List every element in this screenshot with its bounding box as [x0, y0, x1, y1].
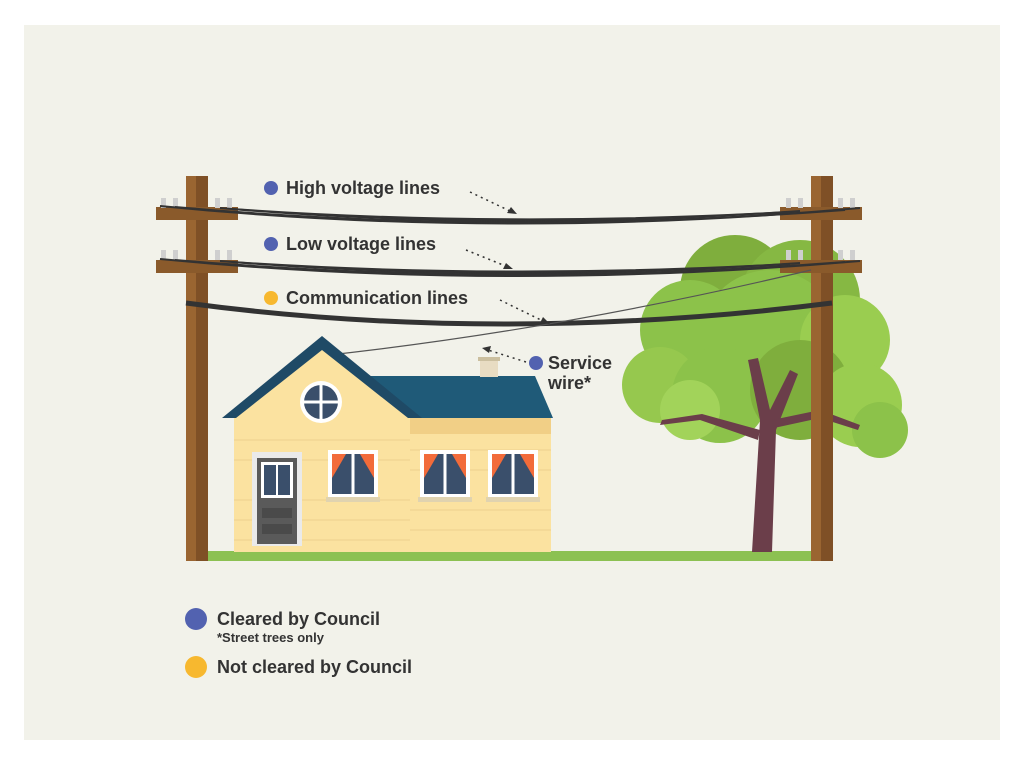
legend-not-cleared-dot: [185, 656, 207, 678]
service-wire-label-line1: Service: [548, 353, 613, 373]
arrow-heads: [482, 207, 550, 353]
high-voltage-wires: [159, 205, 861, 225]
service-wire: [319, 269, 812, 357]
communication-label: Communication lines: [286, 288, 469, 308]
service-wire-dot: [529, 356, 543, 370]
house: [222, 336, 553, 552]
legend-cleared-note: *Street trees only: [217, 630, 324, 645]
legend-not-cleared-label: Not cleared by Council: [217, 657, 413, 677]
low-voltage-label: Low voltage lines: [286, 234, 437, 254]
pointer-arrows: [465, 191, 546, 363]
right-pole: [780, 176, 862, 561]
high-voltage-label: High voltage lines: [286, 178, 441, 198]
service-wire-label-line2: wire*: [548, 373, 592, 393]
legend-cleared-dot: [185, 608, 207, 630]
window-1: [326, 450, 380, 502]
legend-cleared-label: Cleared by Council: [217, 609, 381, 629]
communication-dot: [264, 291, 278, 305]
window-3: [486, 450, 540, 502]
ground-strip: [186, 551, 832, 561]
left-pole: [156, 176, 238, 561]
window-2: [418, 450, 472, 502]
low-voltage-wires: [159, 258, 861, 278]
high-voltage-dot: [264, 181, 278, 195]
communication-wires: [185, 300, 833, 327]
low-voltage-dot: [264, 237, 278, 251]
